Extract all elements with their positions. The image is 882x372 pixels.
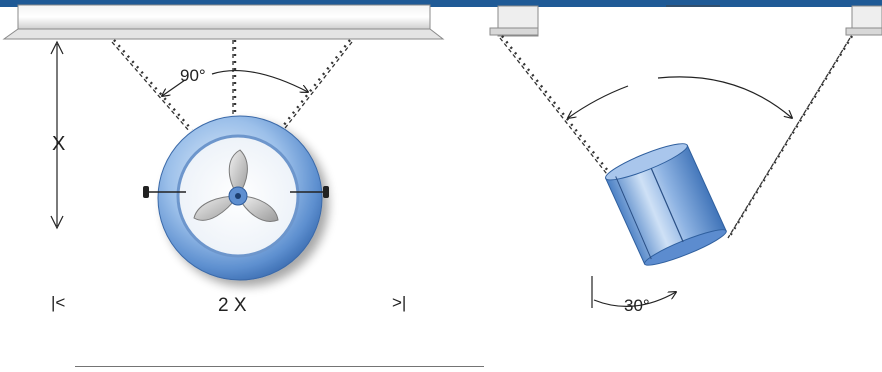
height-label: X <box>52 133 65 155</box>
chain-center <box>232 40 237 118</box>
left-diagram: 90° X |< 2 X >| <box>2 4 484 368</box>
propeller <box>193 149 279 222</box>
swing-arrow-right <box>657 76 792 118</box>
tilt-label: 30° <box>624 296 650 315</box>
chain-right <box>279 39 353 133</box>
angle-arc-90 <box>211 69 308 92</box>
swing-arrow-left <box>568 85 629 118</box>
tilt-arc-30 <box>593 292 676 307</box>
ceiling-bracket-left <box>489 5 539 37</box>
height-arrow-bottom <box>50 215 64 230</box>
angle-label-90: 90° <box>180 66 206 85</box>
width-left-marker: |< <box>51 293 65 312</box>
ceiling-beam <box>2 4 445 40</box>
chain-right-diagram-right <box>727 35 854 239</box>
width-label: 2 X <box>218 295 247 316</box>
angle-arc-90-start <box>162 79 186 96</box>
right-diagram: 30° <box>489 5 882 315</box>
mount-bolt-right <box>290 186 329 198</box>
tilted-fan-tube <box>604 143 727 266</box>
chain-right-diagram-left <box>499 35 613 179</box>
ceiling-bracket-right <box>845 5 882 36</box>
mount-bolt-left <box>143 186 186 198</box>
chain-left <box>111 39 193 133</box>
width-right-marker: >| <box>392 293 406 312</box>
header-bar <box>0 0 882 7</box>
height-arrow-top <box>50 40 64 55</box>
